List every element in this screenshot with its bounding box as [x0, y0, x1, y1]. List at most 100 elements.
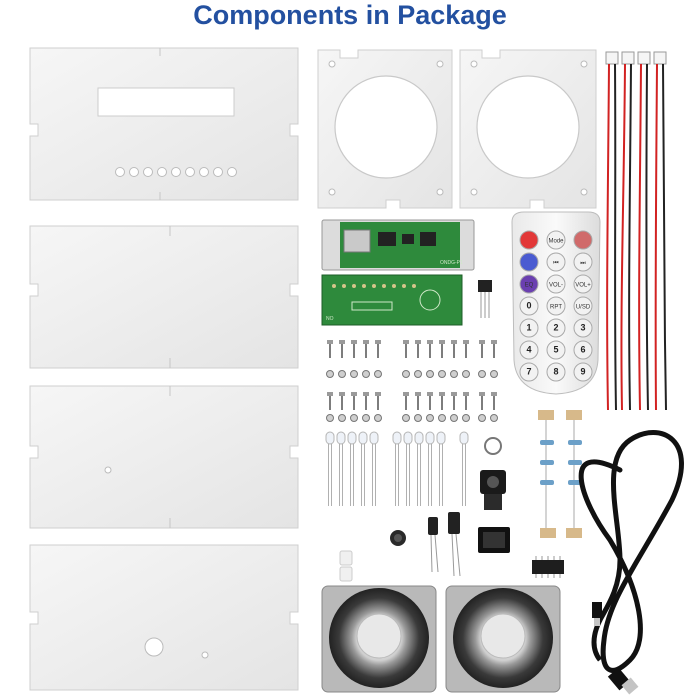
screw: [403, 340, 409, 344]
remote-button: [519, 362, 539, 382]
nut: [350, 414, 358, 422]
screw: [491, 392, 497, 396]
screw: [463, 340, 469, 344]
led-driver-pcb: NO: [321, 274, 463, 326]
nut: [402, 370, 410, 378]
remote-button: [519, 318, 539, 338]
nut: [426, 414, 434, 422]
nut: [490, 370, 498, 378]
leds: [325, 431, 469, 506]
led: [336, 431, 346, 445]
remote-button: [546, 296, 566, 316]
remote-button: [546, 340, 566, 360]
remote-button-label: 8: [553, 367, 558, 377]
remote-button-label: 7: [526, 367, 531, 377]
screw: [479, 392, 485, 396]
remote-button: [573, 296, 593, 316]
speaker-panel-right: [459, 49, 597, 209]
screw: [451, 340, 457, 344]
remote-button-label: ⏮: [553, 261, 559, 267]
screw: [375, 392, 381, 396]
remote-button: [519, 274, 539, 294]
acrylic-panel-bottom: [29, 544, 299, 691]
remote-button-label: RPT: [550, 305, 562, 311]
transistor: [478, 280, 492, 318]
screw: [351, 392, 357, 396]
screw: [415, 392, 421, 396]
remote-button: [573, 318, 593, 338]
rocker-switch: [478, 527, 510, 553]
screw: [451, 392, 457, 396]
remote-button-label: 4: [526, 345, 531, 355]
remote-button: [573, 340, 593, 360]
remote-button-label: 6: [580, 345, 585, 355]
nut: [326, 414, 334, 422]
remote-button: [546, 274, 566, 294]
microphone: [390, 530, 406, 546]
nut: [326, 370, 334, 378]
screw: [363, 392, 369, 396]
screw: [403, 392, 409, 396]
led: [459, 431, 469, 445]
led: [414, 431, 424, 445]
nut: [462, 370, 470, 378]
nut: [350, 370, 358, 378]
acrylic-panel-third: [29, 385, 299, 529]
screw: [491, 340, 497, 344]
led: [358, 431, 368, 445]
remote-button-label: ⏭: [580, 261, 586, 267]
speaker-right: [445, 585, 561, 693]
led: [392, 431, 402, 445]
spacers: [339, 550, 353, 582]
dc-power-jack: [480, 437, 506, 510]
screw: [463, 392, 469, 396]
screw: [351, 340, 357, 344]
remote-button: [519, 296, 539, 316]
nut: [338, 414, 346, 422]
nut: [478, 370, 486, 378]
module-label: ONDG-P1: [440, 260, 463, 266]
led: [403, 431, 413, 445]
screws-and-nuts: [326, 340, 498, 422]
led: [425, 431, 435, 445]
screw: [363, 340, 369, 344]
nut: [338, 370, 346, 378]
remote-button: [546, 362, 566, 382]
nut: [438, 414, 446, 422]
screw: [427, 392, 433, 396]
nut: [414, 370, 422, 378]
remote-button: [546, 230, 566, 250]
nut: [462, 414, 470, 422]
acrylic-panel-second: [29, 225, 299, 369]
remote-button-label: 9: [580, 367, 585, 377]
ic-chip: [532, 556, 564, 578]
remote-button: [519, 230, 539, 250]
remote-button-label: EQ: [525, 283, 534, 289]
remote-button-label: VOL+: [575, 283, 591, 289]
nut: [362, 370, 370, 378]
speaker-panel-left: [317, 49, 453, 209]
remote-button: [573, 252, 593, 272]
remote-button: [519, 252, 539, 272]
mp3-module: ONDG-P1: [321, 219, 475, 271]
page-title: Components in Package: [193, 0, 507, 30]
nut: [438, 370, 446, 378]
remote-button-label: 1: [526, 323, 531, 333]
remote-button: [573, 274, 593, 294]
remote-button-label: 0: [526, 301, 531, 311]
nut: [490, 414, 498, 422]
screw: [327, 340, 333, 344]
nut: [374, 414, 382, 422]
remote-button-label: 5: [553, 345, 558, 355]
remote-button-label: 3: [580, 323, 585, 333]
screw: [427, 340, 433, 344]
nut: [414, 414, 422, 422]
wire-bundle: [605, 51, 667, 411]
screw: [339, 392, 345, 396]
remote-button-label: VOL-: [549, 283, 563, 289]
screw: [327, 392, 333, 396]
led: [436, 431, 446, 445]
remote-button-label: U/SD: [576, 305, 591, 311]
capacitors: [428, 512, 461, 577]
